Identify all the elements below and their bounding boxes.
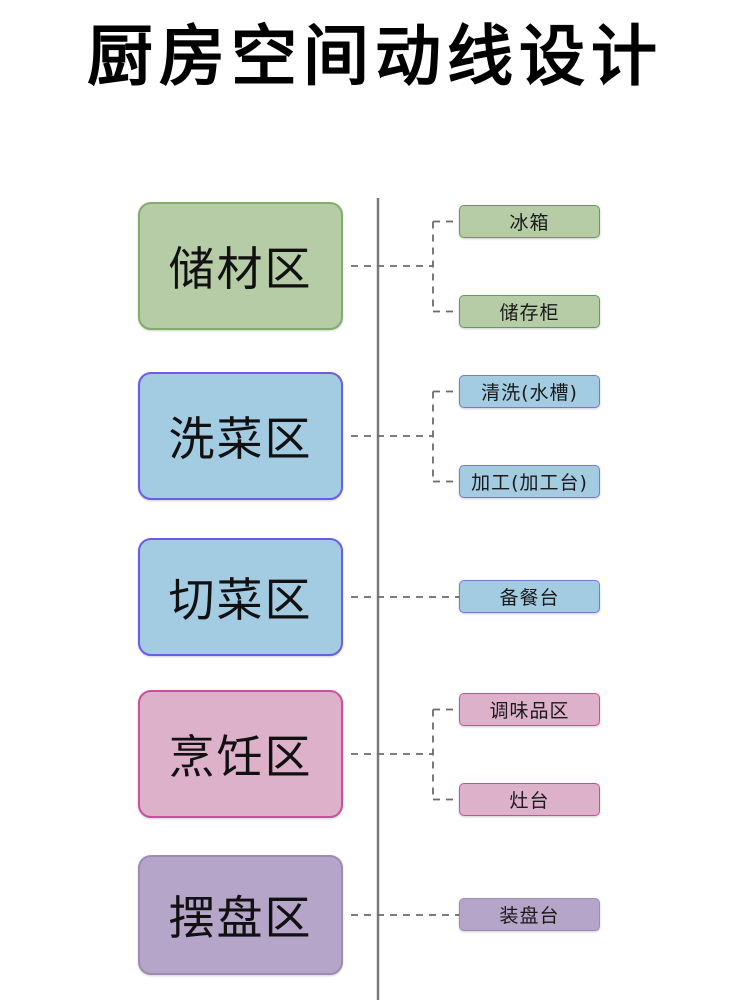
item-label-prep-station: 加工(加工台) [471,472,588,494]
item-box-plating-counter[interactable]: 装盘台 [459,898,600,931]
zone-label-cooking: 烹饪区 [168,730,313,784]
item-label-stove: 灶台 [509,790,550,812]
item-label-storage-cabinet: 储存柜 [499,302,560,324]
page-title: 厨房空间动线设计 [87,18,663,95]
item-box-storage-cabinet[interactable]: 储存柜 [459,295,600,328]
item-box-refrigerator[interactable]: 冰箱 [459,205,600,238]
item-box-serving-counter[interactable]: 备餐台 [459,580,600,613]
item-label-serving-counter: 备餐台 [499,587,560,609]
item-label-refrigerator: 冰箱 [509,212,550,234]
zone-label-washing: 洗菜区 [168,412,313,466]
item-label-wash-sink: 清洗(水槽) [481,382,578,404]
item-label-plating-counter: 装盘台 [499,905,560,927]
item-box-stove[interactable]: 灶台 [459,783,600,816]
zone-box-cutting[interactable]: 切菜区 [138,538,343,656]
zone-label-plating: 摆盘区 [168,891,313,945]
zone-box-storage[interactable]: 储材区 [138,202,343,330]
zone-label-cutting: 切菜区 [168,573,313,627]
zone-box-cooking[interactable]: 烹饪区 [138,690,343,818]
item-label-seasoning-area: 调味品区 [489,700,570,722]
item-box-prep-station[interactable]: 加工(加工台) [459,465,600,498]
zone-label-storage: 储材区 [168,242,313,296]
zone-box-plating[interactable]: 摆盘区 [138,855,343,975]
item-box-wash-sink[interactable]: 清洗(水槽) [459,375,600,408]
item-box-seasoning-area[interactable]: 调味品区 [459,693,600,726]
zone-box-washing[interactable]: 洗菜区 [138,372,343,500]
